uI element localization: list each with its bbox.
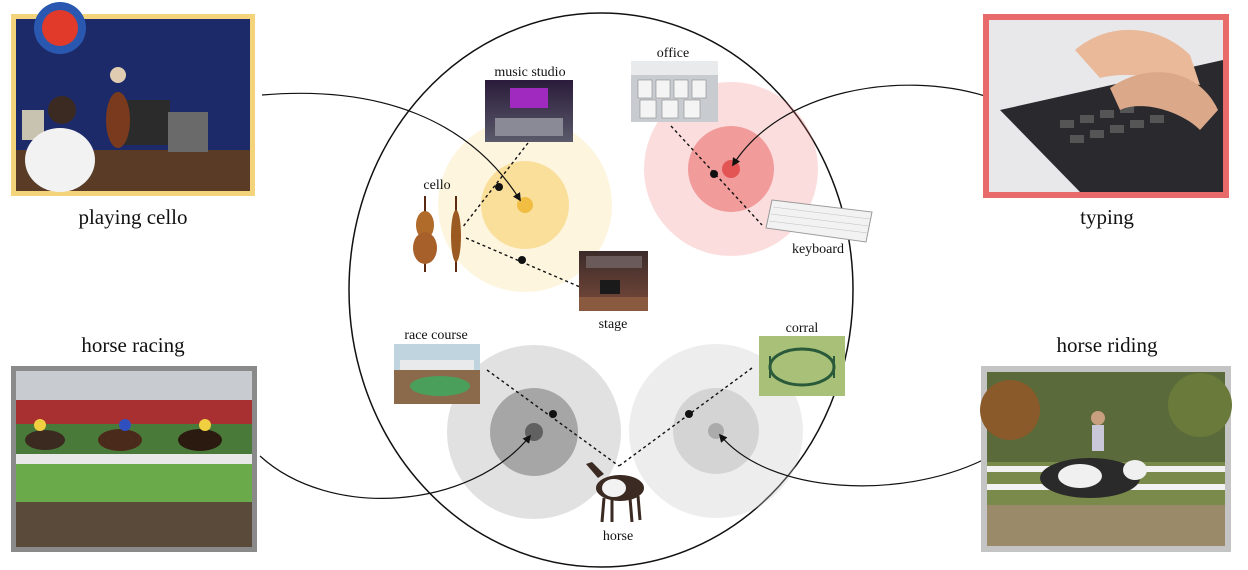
midpoint-dots [495, 170, 718, 418]
embedding-space-circle [348, 12, 854, 568]
label-music-studio: music studio [494, 65, 565, 80]
cello-cluster [438, 118, 612, 292]
typing-image [983, 14, 1229, 198]
music-studio-image [485, 80, 573, 142]
horse-racing-cluster [447, 345, 621, 519]
playing-cello-image [11, 2, 255, 196]
label-horse-racing: horse racing [81, 333, 185, 357]
horse-racing-image [11, 366, 257, 552]
label-horse-riding: horse riding [1057, 333, 1158, 357]
label-horse: horse [603, 529, 633, 544]
label-keyboard: keyboard [792, 242, 844, 257]
keyboard-object-image [765, 199, 873, 243]
label-typing: typing [1080, 205, 1134, 229]
corral-image [759, 336, 845, 396]
label-race-course: race course [404, 328, 467, 343]
cello-object-image [413, 196, 461, 272]
horse-riding-image [980, 366, 1232, 552]
horse-object-image [586, 462, 644, 523]
office-image [631, 61, 718, 122]
race-course-image [394, 344, 480, 404]
label-cello: cello [423, 178, 450, 193]
label-stage: stage [599, 317, 628, 332]
label-corral: corral [786, 321, 819, 336]
activity-arrows [259, 84, 986, 499]
label-playing-cello: playing cello [78, 205, 187, 229]
label-office: office [657, 46, 689, 61]
stage-image [579, 251, 648, 311]
